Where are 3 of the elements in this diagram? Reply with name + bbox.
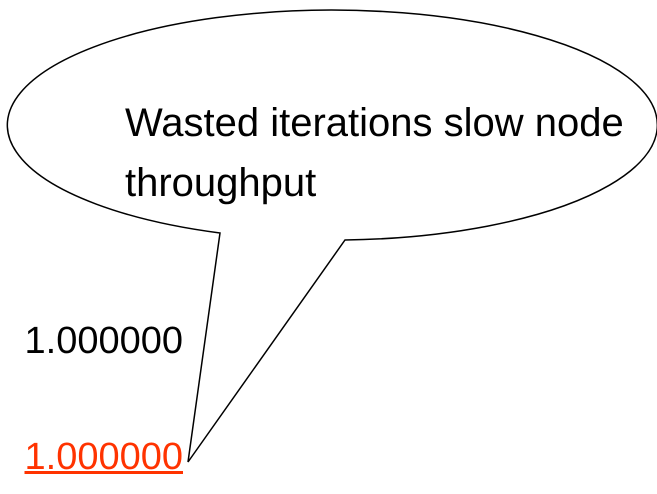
- bubble-text: Wasted iterations slow node throughput: [125, 100, 625, 207]
- value-text: 1.000000: [24, 319, 183, 364]
- highlighted-value-text: 1.000000: [24, 435, 183, 480]
